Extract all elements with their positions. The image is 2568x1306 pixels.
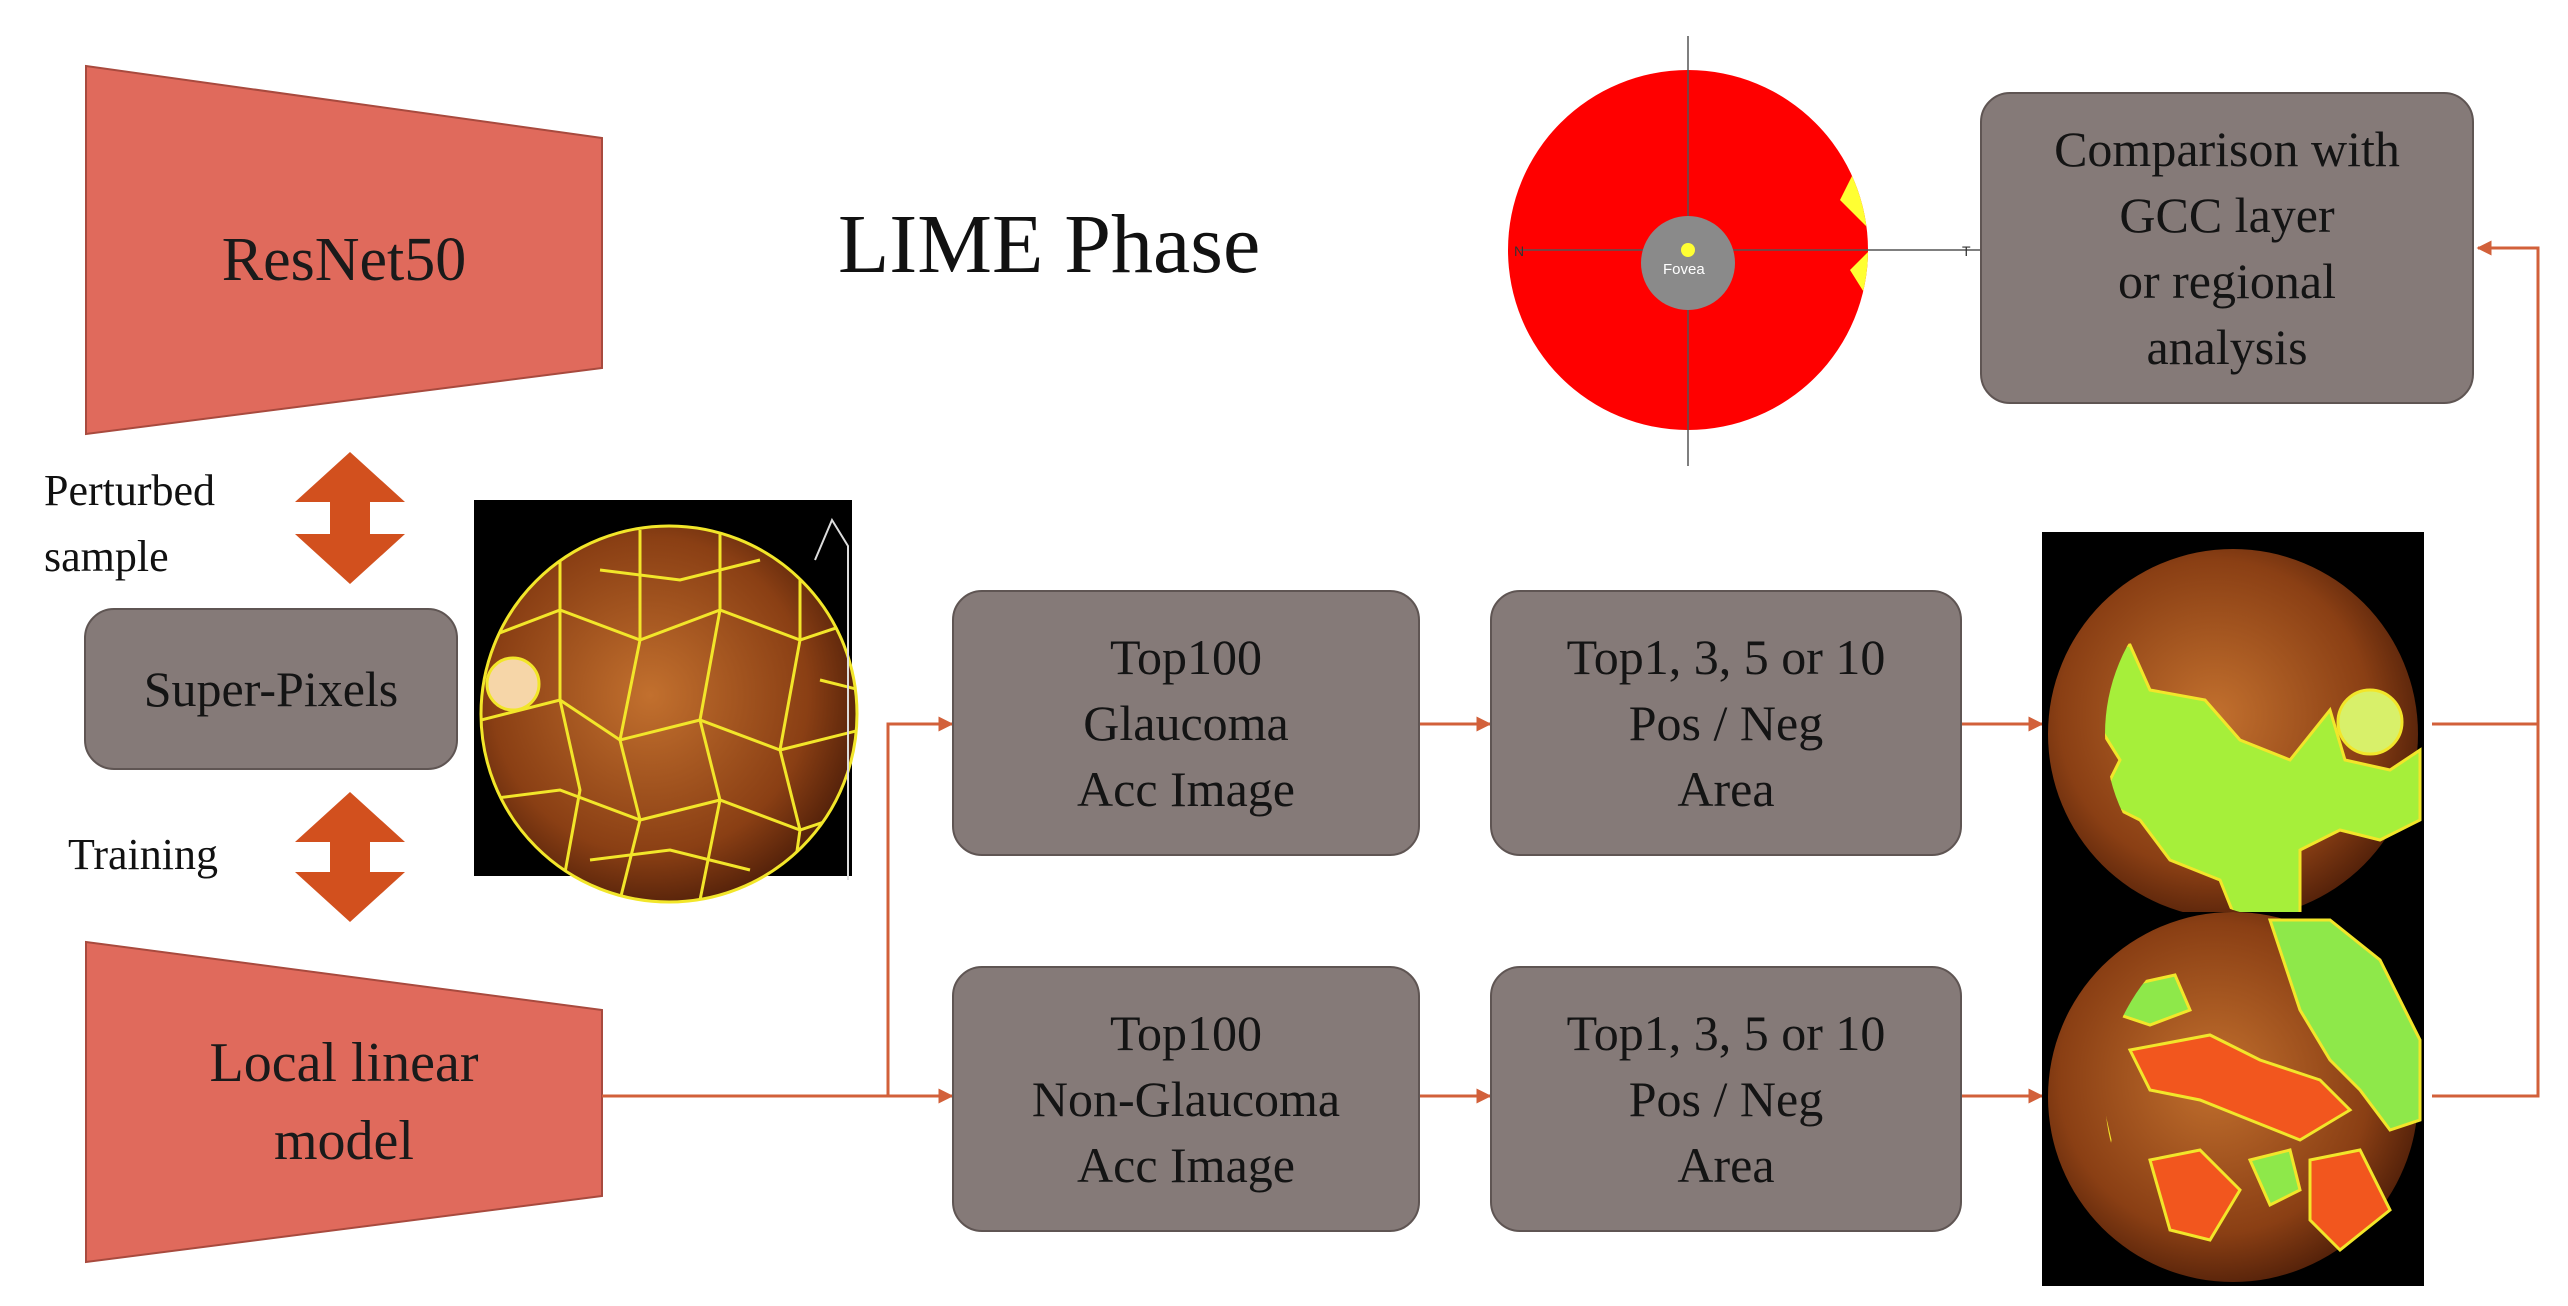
comparison-box: Comparison with GCC layer or regional an… bbox=[1980, 92, 2474, 404]
resnet-label: ResNet50 bbox=[86, 150, 602, 370]
area-box-top: Top1, 3, 5 or 10 Pos / Neg Area bbox=[1490, 590, 1962, 856]
glaucoma-result-fundus-image bbox=[2042, 532, 2424, 919]
local-model-label-text: Local linear model bbox=[209, 1031, 479, 1172]
perturbed-sample-label: Perturbed sample bbox=[44, 466, 216, 581]
gcc-fovea-label: Fovea bbox=[1663, 261, 1705, 278]
glaucoma-top100-box: Top100 Glaucoma Acc Image bbox=[952, 590, 1420, 856]
gcc-thickness-map: N T Fovea bbox=[1508, 36, 1980, 466]
superpixels-box: Super-Pixels bbox=[84, 608, 458, 770]
non-glaucoma-top100-label: Top100 Non-Glaucoma Acc Image bbox=[1031, 1005, 1341, 1193]
training-label: Training bbox=[68, 830, 218, 879]
area-box-bottom: Top1, 3, 5 or 10 Pos / Neg Area bbox=[1490, 966, 1962, 1232]
superpixel-fundus-image bbox=[474, 500, 859, 904]
resnet-trapezoid bbox=[85, 64, 603, 436]
comparison-label: Comparison with GCC layer or regional an… bbox=[2054, 121, 2400, 375]
perturbed-double-arrow bbox=[295, 452, 405, 584]
connectors bbox=[602, 240, 2540, 1104]
non-glaucoma-result-fundus-image bbox=[2042, 912, 2424, 1286]
training-double-arrow bbox=[295, 792, 405, 922]
superpixels-label: Super-Pixels bbox=[143, 661, 399, 717]
glaucoma-top100-label: Top100 Glaucoma Acc Image bbox=[1077, 629, 1295, 817]
area-box-top-label: Top1, 3, 5 or 10 Pos / Neg Area bbox=[1566, 629, 1886, 817]
local-model-trapezoid bbox=[85, 940, 603, 1264]
gcc-t-label: T bbox=[1962, 243, 1971, 259]
non-glaucoma-top100-box: Top100 Non-Glaucoma Acc Image bbox=[952, 966, 1420, 1232]
local-model-label: Local linear model bbox=[86, 1002, 602, 1202]
gcc-n-label: N bbox=[1514, 243, 1524, 259]
resnet-label-text: ResNet50 bbox=[221, 225, 467, 294]
area-box-bottom-label: Top1, 3, 5 or 10 Pos / Neg Area bbox=[1566, 1005, 1886, 1193]
page-title: LIME Phase bbox=[838, 198, 1261, 291]
